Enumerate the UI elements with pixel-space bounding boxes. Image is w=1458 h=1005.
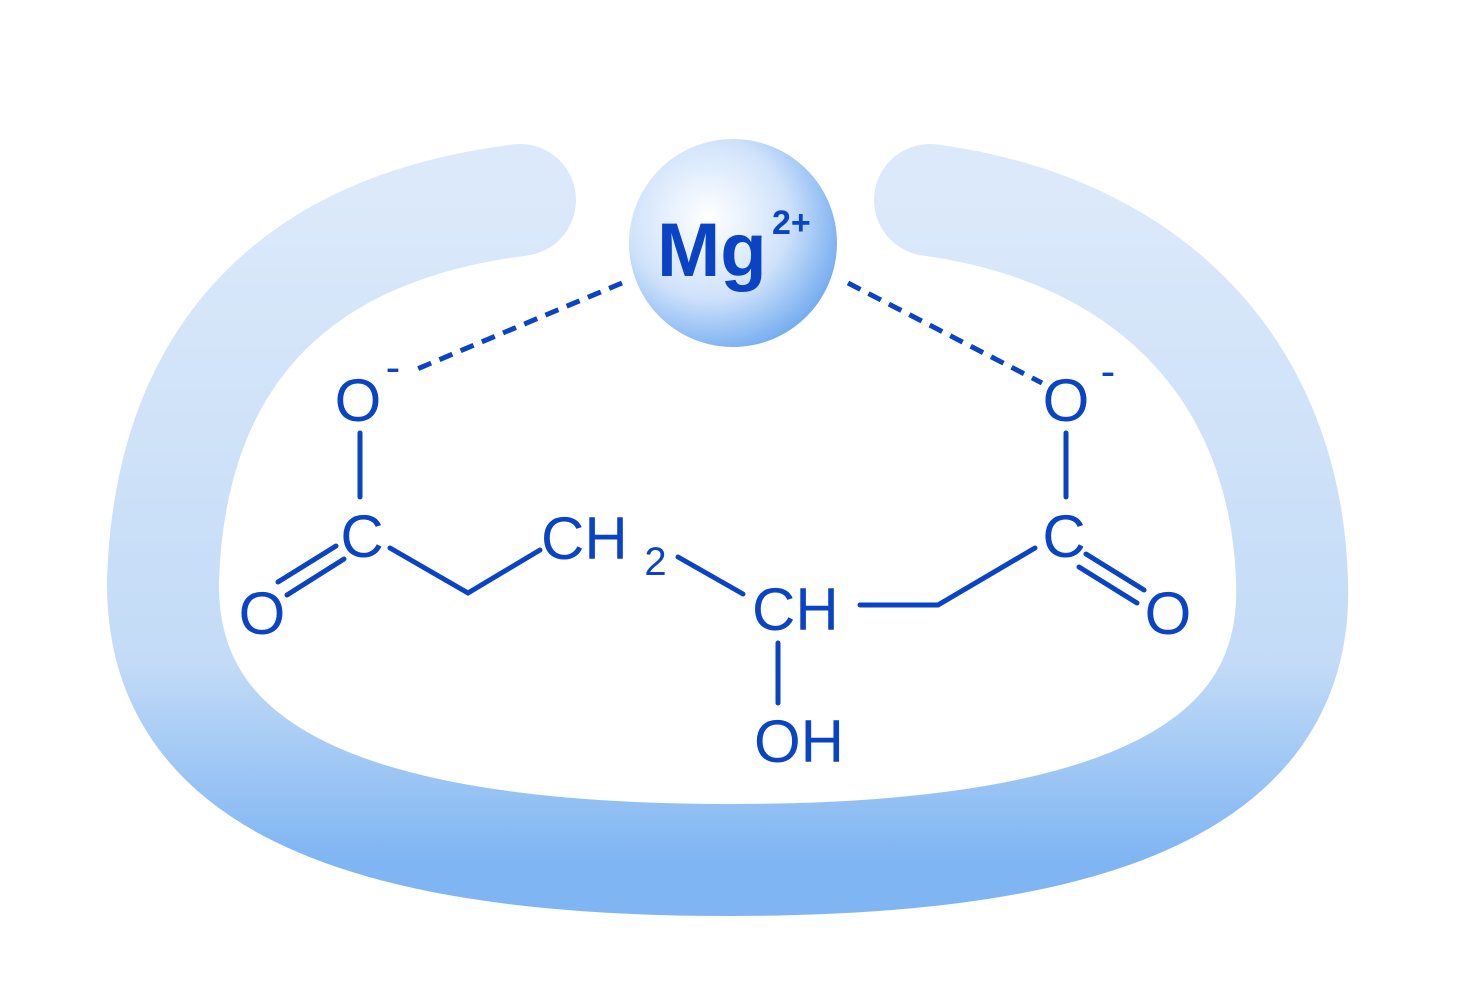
magnesium-ion: Mg 2+ (629, 139, 837, 347)
bond-ch2-ch (675, 554, 746, 597)
double-bond-right-b (1076, 564, 1140, 606)
double-bond-left-b (284, 556, 347, 598)
double-bond-left-a (275, 543, 339, 585)
bond-c-ch2 (387, 545, 543, 596)
bond-ch-c-right (857, 545, 1038, 608)
atom-ch2: CH 2 (541, 505, 667, 584)
coordination-bond-right (846, 280, 1044, 386)
ion-charge: 2+ (772, 204, 811, 242)
atom-o-minus-left: O (335, 367, 382, 434)
chelating-band (106, 144, 1349, 917)
ion-sphere (629, 139, 837, 347)
atom-c-left: C (340, 503, 383, 570)
atom-labels: O - C O CH 2 CH OH O - C O (239, 343, 1192, 775)
minus-sign-left: - (386, 343, 401, 392)
atom-c-right: C (1042, 503, 1085, 570)
double-bond-right-a (1083, 551, 1147, 593)
ion-symbol: Mg (657, 208, 767, 293)
atom-o-minus-right: O (1043, 367, 1090, 434)
atom-ch2-subscript: 2 (644, 540, 666, 584)
atom-o-double-right: O (1145, 580, 1192, 647)
atom-ch2-main: CH (541, 505, 628, 572)
atom-ch: CH (752, 576, 839, 643)
atom-oh: OH (754, 708, 844, 775)
coordination-bond-left (409, 280, 623, 375)
atom-o-double-left: O (239, 580, 286, 647)
molecule-bonds (275, 430, 1147, 706)
minus-sign-right: - (1101, 347, 1116, 396)
